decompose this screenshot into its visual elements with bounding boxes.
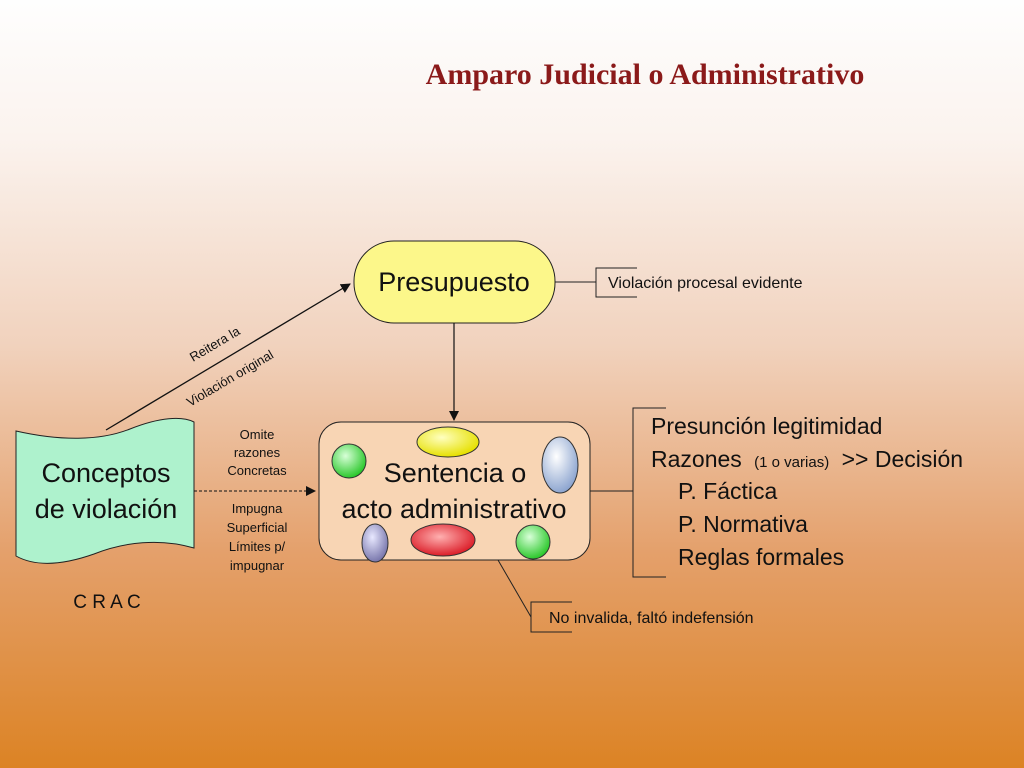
omite-line1: Omite xyxy=(240,427,275,442)
no-invalida-connector xyxy=(497,559,532,618)
no-invalida-bracket xyxy=(530,601,572,633)
impugna-line4: impugnar xyxy=(230,558,285,573)
list-reglas: Reglas formales xyxy=(678,544,844,570)
sentencia-label-line1: Sentencia o xyxy=(384,458,527,488)
omite-line2: razones xyxy=(234,445,281,460)
conceptos-label-line2: de violación xyxy=(35,494,178,524)
crac-label: C R A C xyxy=(73,592,141,613)
blue-ellipse xyxy=(541,436,579,494)
conceptos-node xyxy=(15,417,195,564)
page-title: Amparo Judicial o Administrativo xyxy=(426,58,865,91)
impugna-line3: Límites p/ xyxy=(229,539,286,554)
impugna-line1: Impugna xyxy=(232,501,283,516)
violacion-procesal-text: Violación procesal evidente xyxy=(608,275,803,292)
green-ellipse-bottom xyxy=(515,524,551,560)
razones-main: Razones xyxy=(651,446,742,472)
presupuesto-label: Presupuesto xyxy=(378,267,530,297)
violacion-procesal-bracket xyxy=(595,267,637,298)
list-bracket xyxy=(632,407,666,578)
yellow-ellipse xyxy=(416,426,480,458)
razones-paren: (1 o varias) xyxy=(754,454,829,471)
reitera-label: Reitera la xyxy=(187,323,243,365)
red-ellipse xyxy=(410,523,476,557)
conceptos-label-line1: Conceptos xyxy=(41,458,170,488)
green-ellipse-top xyxy=(331,443,367,479)
no-invalida-text: No invalida, faltó indefensión xyxy=(549,610,754,627)
razones-decision: >> Decisión xyxy=(842,446,963,472)
list-normativa: P. Normativa xyxy=(678,511,808,537)
sentencia-label-line2: acto administrativo xyxy=(341,494,566,524)
omite-line3: Concretas xyxy=(227,463,287,478)
list-factica: P. Fáctica xyxy=(678,478,777,504)
impugna-line2: Superficial xyxy=(227,520,288,535)
list-presuncion: Presunción legitimidad xyxy=(651,413,882,439)
list-razones: Razones (1 o varias) >> Decisión xyxy=(651,446,963,472)
purple-ellipse xyxy=(361,523,389,563)
conceptos-to-presupuesto-arrow xyxy=(105,283,351,431)
